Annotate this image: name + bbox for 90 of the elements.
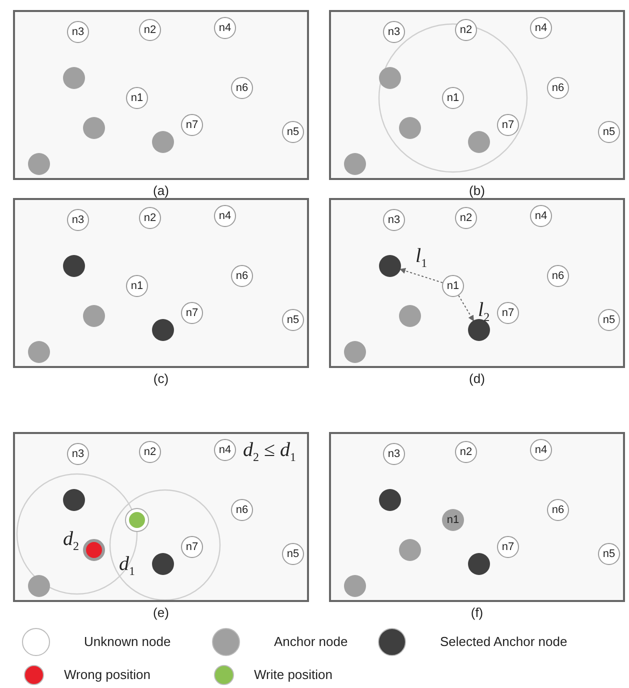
selected-anchor-dot [152, 319, 174, 341]
selected-anchor-dot [379, 255, 401, 277]
node-circle: n2 [455, 441, 477, 463]
anchor-node-dot [28, 575, 50, 597]
selected-anchor-dot [152, 553, 174, 575]
node-circle: n7 [181, 302, 203, 324]
panel-caption: (f) [470, 605, 484, 620]
anchor-node-dot [379, 67, 401, 89]
math-label: d$_{2}$ ≤ d$_{1}$ [243, 440, 296, 463]
node-circle: n4 [530, 17, 552, 39]
node-circle: n3 [67, 21, 89, 43]
node-circle: n5 [282, 309, 304, 331]
node-circle: n6 [231, 265, 253, 287]
anchor-node-dot [399, 305, 421, 327]
anchor-node-dot [468, 131, 490, 153]
panel [13, 10, 309, 180]
node-circle: n5 [282, 543, 304, 565]
wrong-position-dot [83, 539, 105, 561]
selected-anchor-dot [379, 489, 401, 511]
node-circle: n5 [598, 543, 620, 565]
node-circle: n4 [214, 205, 236, 227]
node-circle: n6 [547, 77, 569, 99]
node-circle: n2 [139, 441, 161, 463]
selected-anchor-dot [468, 319, 490, 341]
panel [329, 10, 625, 180]
anchor-node-dot [344, 341, 366, 363]
node-circle: n5 [598, 309, 620, 331]
arrow [400, 268, 444, 284]
node-circle: n7 [497, 536, 519, 558]
panel [329, 198, 625, 368]
write-position-dot [126, 509, 148, 531]
anchor-node-dot [83, 117, 105, 139]
node-circle: n6 [547, 499, 569, 521]
arrow [458, 294, 474, 322]
anchor-node-dot [152, 131, 174, 153]
panel-caption: (a) [152, 183, 170, 198]
node-circle: n2 [455, 207, 477, 229]
legend-label: Anchor node [274, 634, 348, 649]
node-circle: n6 [231, 77, 253, 99]
node-circle: n7 [181, 536, 203, 558]
node-circle: n4 [214, 439, 236, 461]
panel [13, 198, 309, 368]
edge-label: l$_{1}$ [416, 246, 428, 269]
anchor-node-dot [344, 153, 366, 175]
selected-anchor-dot [63, 255, 85, 277]
node-circle: n3 [383, 209, 405, 231]
node-circle: n3 [67, 443, 89, 465]
node-circle: n2 [139, 207, 161, 229]
anchor-node-dot [399, 117, 421, 139]
node-circle: n3 [383, 443, 405, 465]
node-circle: n5 [598, 121, 620, 143]
anchor-node-circle: n1 [442, 509, 464, 531]
legend-label: Unknown node [84, 634, 171, 649]
node-circle: n1 [126, 87, 148, 109]
node-circle: n7 [497, 114, 519, 136]
anchor-node-dot [344, 575, 366, 597]
panel-caption: (c) [152, 371, 170, 386]
legend-label: Write position [254, 667, 333, 682]
node-circle: n1 [442, 87, 464, 109]
node-circle: n7 [497, 302, 519, 324]
anchor-node-dot [28, 341, 50, 363]
node-circle: n1 [126, 275, 148, 297]
anchor-node-dot [28, 153, 50, 175]
node-circle: n6 [547, 265, 569, 287]
node-circle: n3 [383, 21, 405, 43]
panel [329, 432, 625, 602]
math-label: d$_{1}$ [119, 554, 135, 577]
node-circle: n4 [530, 439, 552, 461]
node-circle: n6 [231, 499, 253, 521]
node-circle: n5 [282, 121, 304, 143]
node-circle: n2 [455, 19, 477, 41]
node-circle: n4 [530, 205, 552, 227]
node-circle: n1 [442, 275, 464, 297]
anchor-node-dot [63, 67, 85, 89]
node-circle: n7 [181, 114, 203, 136]
selected-anchor-dot [468, 553, 490, 575]
panel-caption: (d) [468, 371, 486, 386]
node-circle: n2 [139, 19, 161, 41]
node-circle: n4 [214, 17, 236, 39]
legend-label: Wrong position [64, 667, 150, 682]
math-label: d$_{2}$ [63, 529, 79, 552]
node-circle: n3 [67, 209, 89, 231]
selected-anchor-dot [63, 489, 85, 511]
edge-label: l$_{2}$ [478, 300, 490, 323]
anchor-node-dot [83, 305, 105, 327]
panel [13, 432, 309, 602]
panel-caption: (e) [152, 605, 170, 620]
panel-caption: (b) [468, 183, 486, 198]
anchor-node-dot [399, 539, 421, 561]
legend-label: Selected Anchor node [440, 634, 568, 649]
